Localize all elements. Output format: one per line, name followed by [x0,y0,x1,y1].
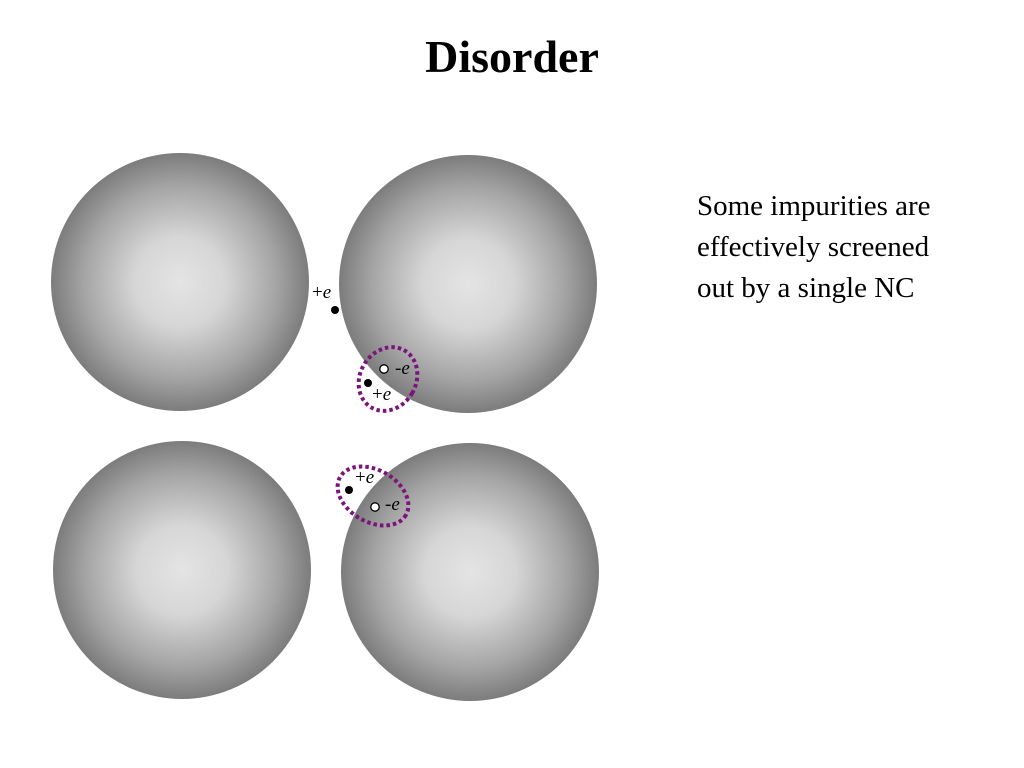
positive-charge-label: +e [372,384,391,405]
positive-charge-dot [345,486,353,494]
negative-charge-label: -e [395,358,410,379]
nanocrystal-top-right [339,155,597,413]
screened-dipole-top: -e +e [356,345,420,413]
positive-charge-dot [331,306,339,314]
nanocrystal-top-left [51,153,309,411]
positive-charge-label: +e [312,282,331,303]
positive-charge-label: +e [355,467,374,488]
negative-charge-dot [370,502,380,512]
positive-charge-dot [364,379,372,387]
caption-line: effectively screened [697,231,930,263]
nanocrystal-bottom-left [53,441,311,699]
negative-charge-dot [379,364,389,374]
nanocrystal-bottom-right [341,443,599,701]
slide-caption: Some impurities are effectively screened… [697,186,997,309]
caption-line: out by a single NC [697,272,915,304]
isolated-impurity: +e [312,282,339,314]
negative-charge-label: -e [385,494,400,515]
caption-line: Some impurities are [697,190,931,222]
dipole-outline [335,464,411,528]
screened-dipole-bottom: +e -e [335,464,411,528]
dipole-outline [356,345,420,413]
slide-title: Disorder [425,31,599,82]
